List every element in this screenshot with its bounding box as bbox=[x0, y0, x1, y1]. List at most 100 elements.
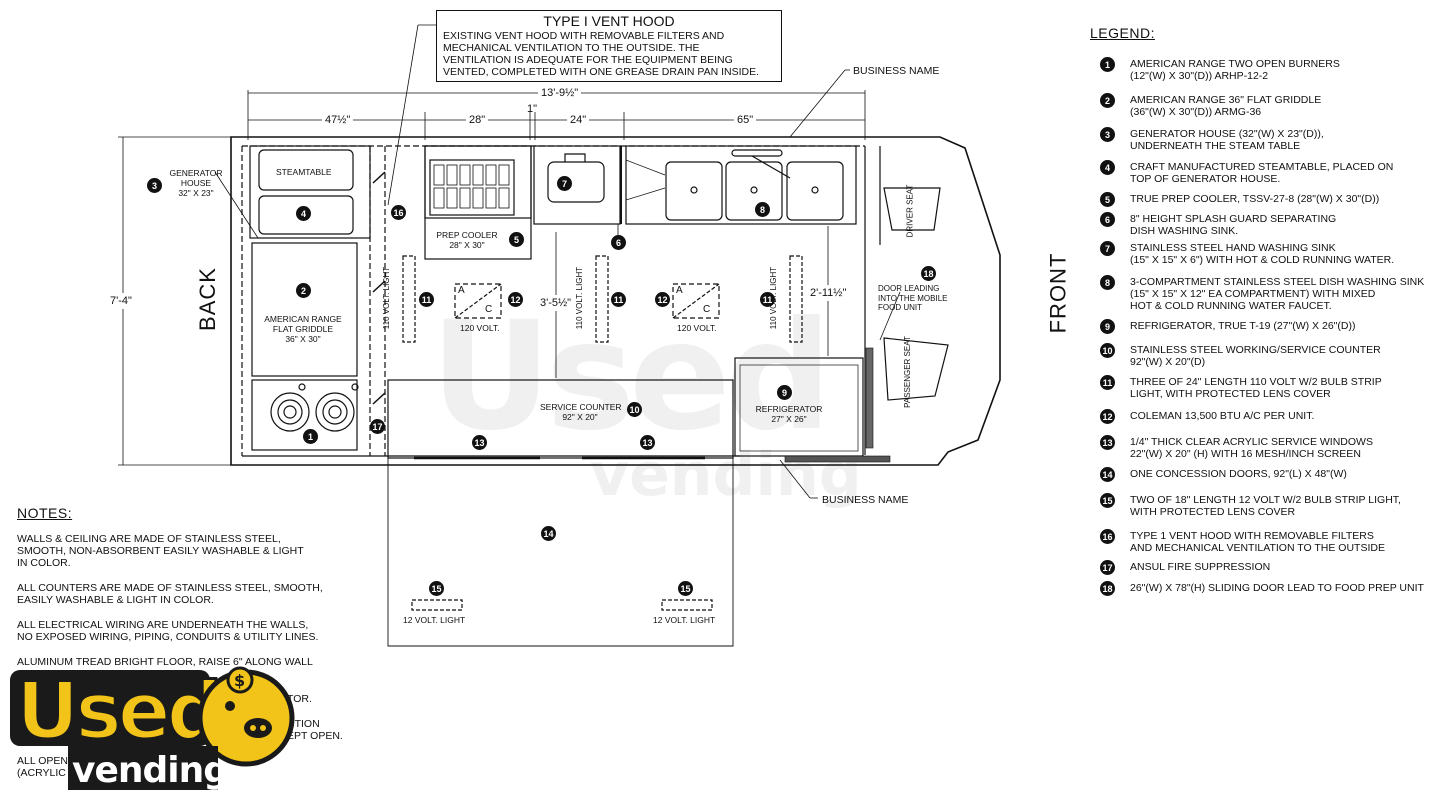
callout-11c: 11 bbox=[760, 292, 775, 307]
vent-hood-title: TYPE I VENT HOOD bbox=[543, 13, 675, 29]
front-label: FRONT bbox=[1045, 252, 1071, 334]
callout-5: 5 bbox=[509, 232, 524, 247]
ac-volt-1: 120 VOLT. bbox=[460, 323, 500, 333]
refrigerator-label: REFRIGERATOR 27" x 26" bbox=[755, 404, 823, 424]
legend-number: 10 bbox=[1100, 343, 1115, 358]
dim-28: 28" bbox=[466, 114, 489, 126]
callout-15b: 15 bbox=[678, 581, 693, 596]
vent-line: EXISTING VENT HOOD WITH REMOVABLE FILTER… bbox=[443, 30, 725, 42]
ac-c-2: C bbox=[703, 304, 711, 315]
ac-a-1: A bbox=[458, 285, 465, 296]
legend-number: 9 bbox=[1100, 319, 1115, 334]
legend-number: 17 bbox=[1100, 560, 1115, 575]
light-label-1: 110 VOLT. LIGHT bbox=[382, 266, 392, 330]
ac-volt-2: 120 VOLT. bbox=[677, 323, 717, 333]
prep-cooler-label: PREP COOLER 28" x 30" bbox=[436, 230, 498, 250]
callout-12b: 12 bbox=[655, 292, 670, 307]
light12-label-2: 12 VOLT. LIGHT bbox=[653, 615, 716, 625]
business-name-bottom: BUSINESS NAME bbox=[822, 494, 909, 506]
legend-number: 11 bbox=[1100, 375, 1115, 390]
dim-1: 1" bbox=[527, 103, 538, 115]
callout-7: 7 bbox=[557, 176, 572, 191]
note-item: ALL COUNTERS ARE MADE OF STAINLESS STEEL… bbox=[17, 582, 323, 606]
aisle-dim: 3'-5½" bbox=[538, 295, 574, 311]
service-counter-label: SERVICE COUNTER 92" x 20" bbox=[540, 402, 622, 422]
callout-8: 8 bbox=[755, 202, 770, 217]
callout-13a: 13 bbox=[472, 435, 487, 450]
generator-label: GENERATOR HOUSE 32" x 23" bbox=[169, 168, 223, 198]
vent-line: VENTED, COMPLETED WITH ONE GREASE DRAIN … bbox=[443, 66, 760, 78]
legend-number: 14 bbox=[1100, 467, 1115, 482]
right-aisle-dim: 2'-11½" bbox=[808, 285, 849, 301]
callout-9: 9 bbox=[777, 385, 792, 400]
svg-text:$: $ bbox=[234, 671, 245, 690]
legend-number: 15 bbox=[1100, 493, 1115, 508]
back-label: BACK bbox=[194, 267, 220, 331]
door-label: DOOR LEADING INTO THE MOBILE FOOD UNIT bbox=[878, 284, 948, 312]
legend-number: 3 bbox=[1100, 127, 1115, 142]
vent-line: VENTILATION IS ADEQUATE FOR THE EQUIPMEN… bbox=[443, 54, 733, 66]
ac-a-2: A bbox=[676, 285, 683, 296]
callout-18: 18 bbox=[921, 266, 936, 281]
callout-17: 17 bbox=[370, 419, 385, 434]
legend-number: 16 bbox=[1100, 529, 1115, 544]
note-item: TOR. bbox=[287, 693, 312, 705]
legend-number: 2 bbox=[1100, 93, 1115, 108]
business-name-top: BUSINESS NAME bbox=[853, 65, 940, 77]
notes-title: NOTES: bbox=[17, 505, 73, 521]
callout-14: 14 bbox=[541, 526, 556, 541]
dim-47: 47½" bbox=[322, 114, 354, 126]
callout-2: 2 bbox=[296, 283, 311, 298]
legend-number: 7 bbox=[1100, 241, 1115, 256]
vent-line: MECHANICAL VENTILATION TO THE OUTSIDE. T… bbox=[443, 42, 700, 54]
ac-c-1: C bbox=[485, 304, 493, 315]
passenger-seat-label: PASSENGER SEAT bbox=[902, 336, 912, 408]
callout-13b: 13 bbox=[640, 435, 655, 450]
legend-number: 6 bbox=[1100, 212, 1115, 227]
used-vending-logo: Used $ vending bbox=[8, 666, 308, 794]
callout-10: 10 bbox=[627, 402, 642, 417]
callout-6: 6 bbox=[611, 235, 626, 250]
callout-1: 1 bbox=[303, 429, 318, 444]
vent-hood-callout: TYPE I VENT HOOD EXISTING VENT HOOD WITH… bbox=[436, 10, 782, 82]
callout-11a: 11 bbox=[419, 292, 434, 307]
svg-text:vending: vending bbox=[72, 750, 228, 791]
callout-15a: 15 bbox=[429, 581, 444, 596]
legend-number: 18 bbox=[1100, 581, 1115, 596]
light-label-2: 110 VOLT. LIGHT bbox=[575, 266, 585, 330]
legend-number: 13 bbox=[1100, 435, 1115, 450]
dim-24: 24" bbox=[567, 114, 590, 126]
callout-11b: 11 bbox=[611, 292, 626, 307]
griddle-label: AMERICAN RANGE FLAT GRIDDLE 36" x 30" bbox=[264, 314, 342, 344]
dim-65: 65" bbox=[734, 114, 757, 126]
callout-16: 16 bbox=[391, 205, 406, 220]
callout-3: 3 bbox=[147, 178, 162, 193]
callout-4: 4 bbox=[296, 206, 311, 221]
note-item: WALLS & CEILING ARE MADE OF STAINLESS ST… bbox=[17, 533, 304, 569]
svg-text:Used: Used bbox=[16, 667, 219, 757]
driver-seat-label: DRIVER SEAT bbox=[905, 184, 915, 238]
legend-number: 5 bbox=[1100, 192, 1115, 207]
light12-label-1: 12 VOLT. LIGHT bbox=[403, 615, 466, 625]
legend-number: 8 bbox=[1100, 275, 1115, 290]
overall-length-dim: 13'-9½" bbox=[538, 87, 582, 99]
legend-number: 1 bbox=[1100, 57, 1115, 72]
height-dim: 7'-4" bbox=[108, 293, 134, 309]
